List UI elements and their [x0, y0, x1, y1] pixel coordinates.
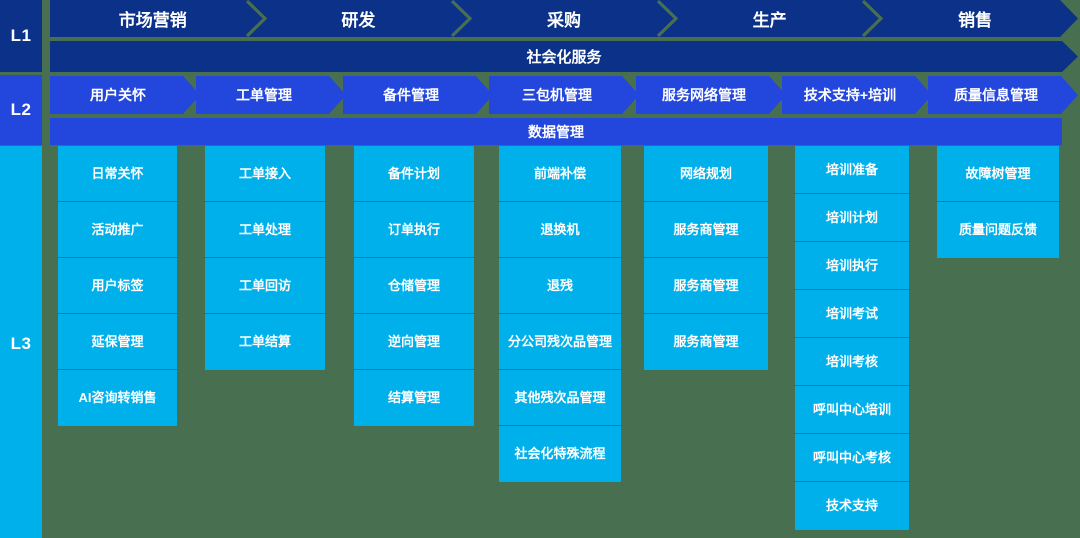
l3-item[interactable]: 仓储管理	[354, 258, 474, 314]
l1-stage-3[interactable]: 采购	[461, 0, 667, 37]
l3-item[interactable]: 培训计划	[795, 194, 909, 242]
l3-item[interactable]: 延保管理	[58, 314, 177, 370]
l2-stage-label: 三包机管理	[522, 87, 592, 103]
l2-stage-label: 工单管理	[236, 87, 292, 103]
level-label-l1: L1	[0, 0, 42, 72]
l3-item[interactable]: 服务商管理	[644, 258, 768, 314]
l3-item[interactable]: 活动推广	[58, 202, 177, 258]
l3-item[interactable]: 退换机	[499, 202, 621, 258]
l3-column-2: 工单接入工单处理工单回访工单结算	[205, 146, 325, 370]
l1-stage-5[interactable]: 销售	[872, 0, 1078, 37]
l3-item[interactable]: 工单结算	[205, 314, 325, 370]
l3-column-4: 前端补偿退换机退残分公司残次品管理其他残次品管理社会化特殊流程	[499, 146, 621, 482]
l3-item[interactable]: 呼叫中心培训	[795, 386, 909, 434]
l1-banner: 社会化服务	[50, 41, 1078, 72]
l3-item[interactable]: 故障树管理	[937, 146, 1059, 202]
l3-item[interactable]: 技术支持	[795, 482, 909, 530]
l3-item[interactable]: 服务商管理	[644, 314, 768, 370]
l2-stage-label: 服务网络管理	[662, 87, 746, 103]
l2-stage-2[interactable]: 工单管理	[196, 76, 346, 114]
l2-stage-5[interactable]: 服务网络管理	[636, 76, 786, 114]
l3-item[interactable]: 结算管理	[354, 370, 474, 426]
l3-item[interactable]: 培训考试	[795, 290, 909, 338]
level-label-l2: L2	[0, 75, 42, 145]
l3-item[interactable]: 备件计划	[354, 146, 474, 202]
l3-item[interactable]: 质量问题反馈	[937, 202, 1059, 258]
l3-item[interactable]: 呼叫中心考核	[795, 434, 909, 482]
l3-item[interactable]: 服务商管理	[644, 202, 768, 258]
l1-stage-label: 采购	[546, 11, 581, 30]
l3-item[interactable]: 其他残次品管理	[499, 370, 621, 426]
l2-stage-label: 备件管理	[383, 87, 439, 103]
l2-banner: 数据管理	[50, 118, 1062, 145]
l3-item[interactable]: 分公司残次品管理	[499, 314, 621, 370]
l3-item[interactable]: 培训执行	[795, 242, 909, 290]
l1-stage-2[interactable]: 研发	[256, 0, 462, 37]
l3-item[interactable]: 前端补偿	[499, 146, 621, 202]
l2-stage-7[interactable]: 质量信息管理	[928, 76, 1078, 114]
l3-item[interactable]: 网络规划	[644, 146, 768, 202]
l3-item[interactable]: 社会化特殊流程	[499, 426, 621, 482]
l2-stage-label: 质量信息管理	[954, 87, 1038, 103]
l3-column-7: 故障树管理质量问题反馈	[937, 146, 1059, 258]
l2-stage-label: 用户关怀	[90, 87, 146, 103]
l3-item[interactable]: 用户标签	[58, 258, 177, 314]
l2-stage-4[interactable]: 三包机管理	[489, 76, 639, 114]
l3-column-5: 网络规划服务商管理服务商管理服务商管理	[644, 146, 768, 370]
l3-item[interactable]: 工单处理	[205, 202, 325, 258]
l2-stage-label: 技术支持+培训	[803, 87, 897, 103]
l1-stage-label: 生产	[752, 11, 787, 30]
l3-item[interactable]: 日常关怀	[58, 146, 177, 202]
level-label-l3: L3	[0, 146, 42, 538]
l2-stage-3[interactable]: 备件管理	[343, 76, 493, 114]
l1-stage-label: 市场营销	[118, 11, 187, 30]
l2-stage-strip: 用户关怀 工单管理 备件管理 三包机管理 服务网络管理 技术支持+培训 质量信息管理	[50, 76, 1078, 114]
l2-stage-1[interactable]: 用户关怀	[50, 76, 200, 114]
l3-item[interactable]: AI咨询转销售	[58, 370, 177, 426]
l3-item[interactable]: 培训考核	[795, 338, 909, 386]
l3-item[interactable]: 培训准备	[795, 146, 909, 194]
l3-item[interactable]: 退残	[499, 258, 621, 314]
l2-stage-6[interactable]: 技术支持+培训	[782, 76, 932, 114]
l3-column-3: 备件计划订单执行仓储管理逆向管理结算管理	[354, 146, 474, 426]
l3-column-6: 培训准备培训计划培训执行培训考试培训考核呼叫中心培训呼叫中心考核技术支持	[795, 146, 909, 530]
l3-item[interactable]: 逆向管理	[354, 314, 474, 370]
l1-stage-4[interactable]: 生产	[667, 0, 873, 37]
l1-stage-strip: 市场营销 研发 采购 生产 销售	[50, 0, 1078, 37]
l3-item[interactable]: 订单执行	[354, 202, 474, 258]
l1-stage-label: 销售	[958, 11, 993, 30]
l3-item[interactable]: 工单回访	[205, 258, 325, 314]
l1-stage-label: 研发	[341, 11, 376, 30]
l1-stage-1[interactable]: 市场营销	[50, 0, 256, 37]
l3-item[interactable]: 工单接入	[205, 146, 325, 202]
